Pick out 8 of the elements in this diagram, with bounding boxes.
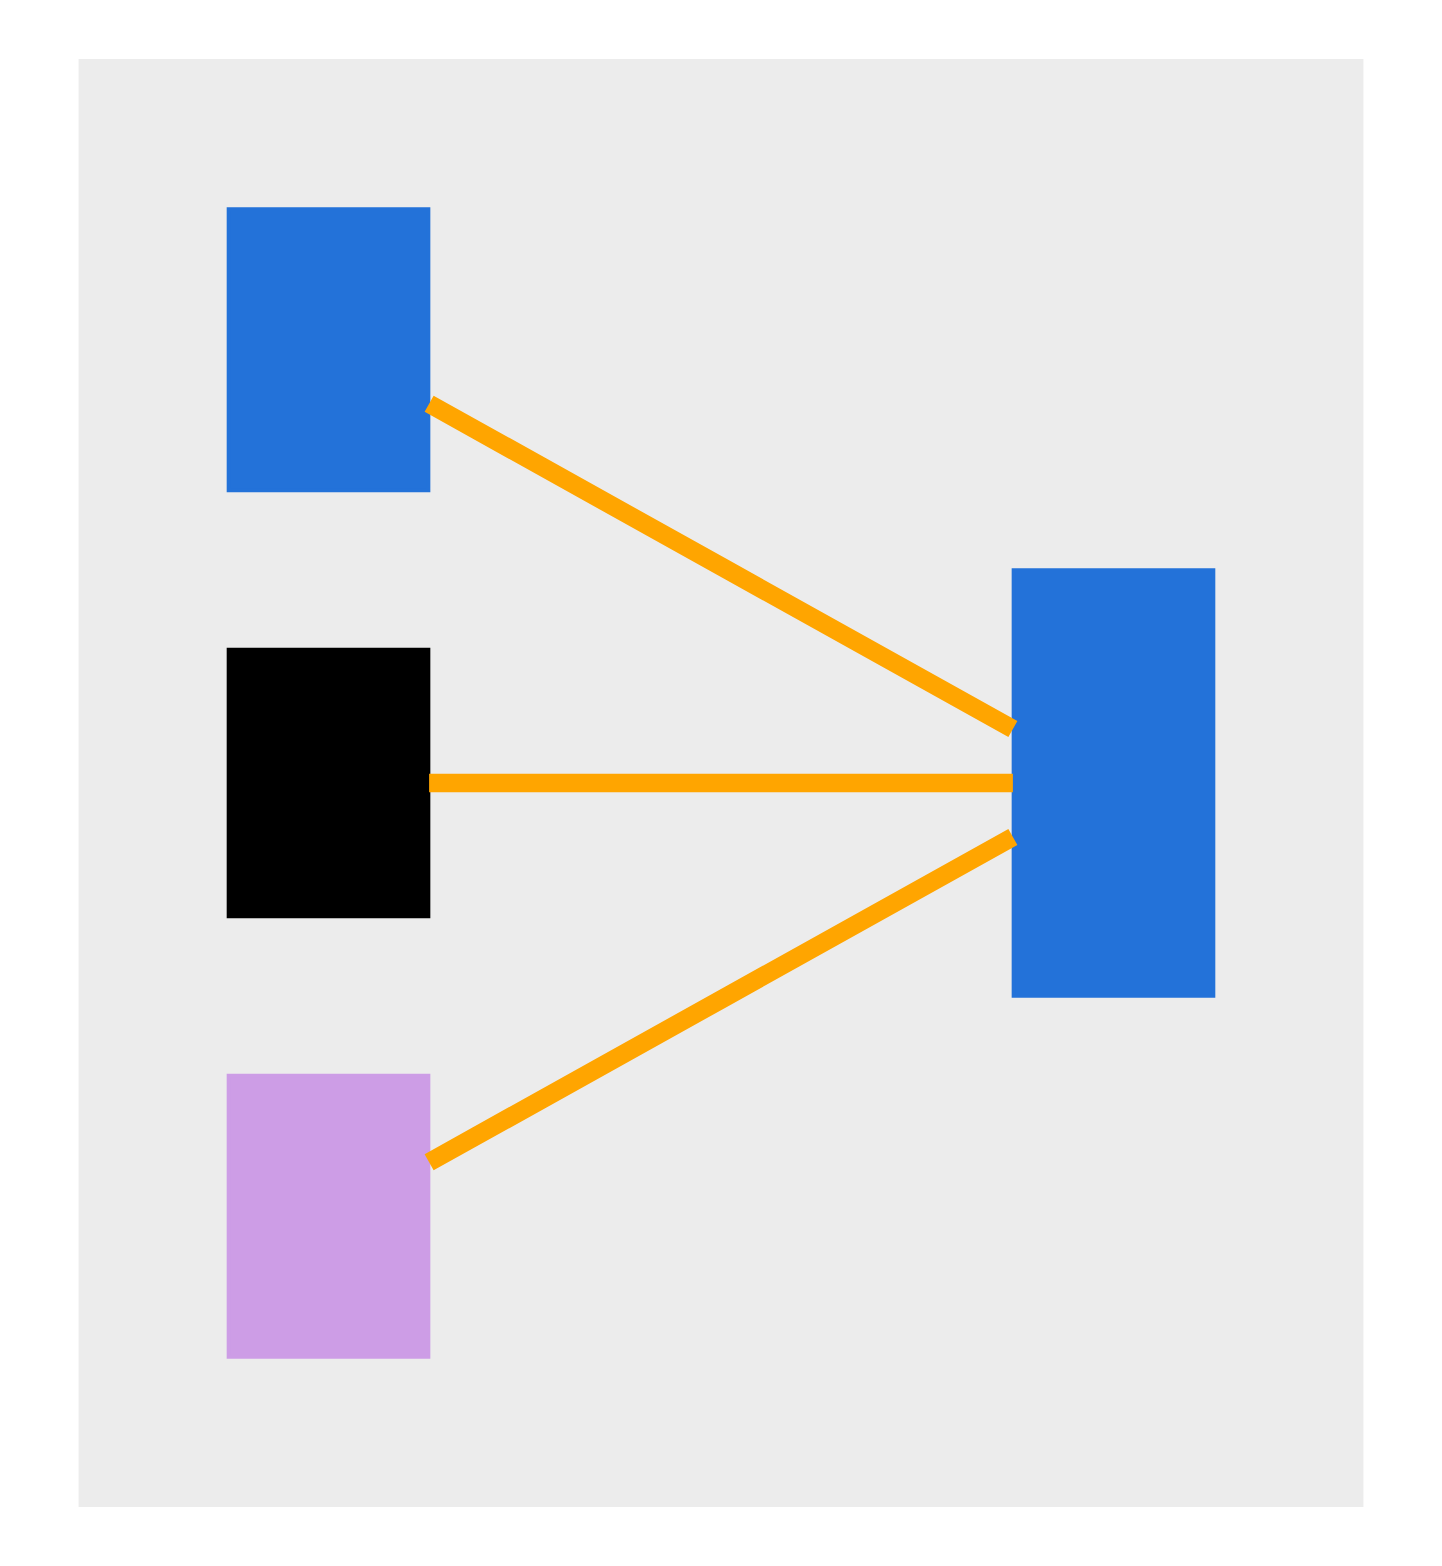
cluster xyxy=(78,59,1364,1507)
node-box xyxy=(226,1073,431,1359)
connector xyxy=(424,395,1018,738)
connector xyxy=(424,828,1018,1171)
node-box xyxy=(1011,568,1216,998)
connector xyxy=(429,773,1013,793)
node-box xyxy=(226,647,431,919)
node-box xyxy=(226,207,431,493)
